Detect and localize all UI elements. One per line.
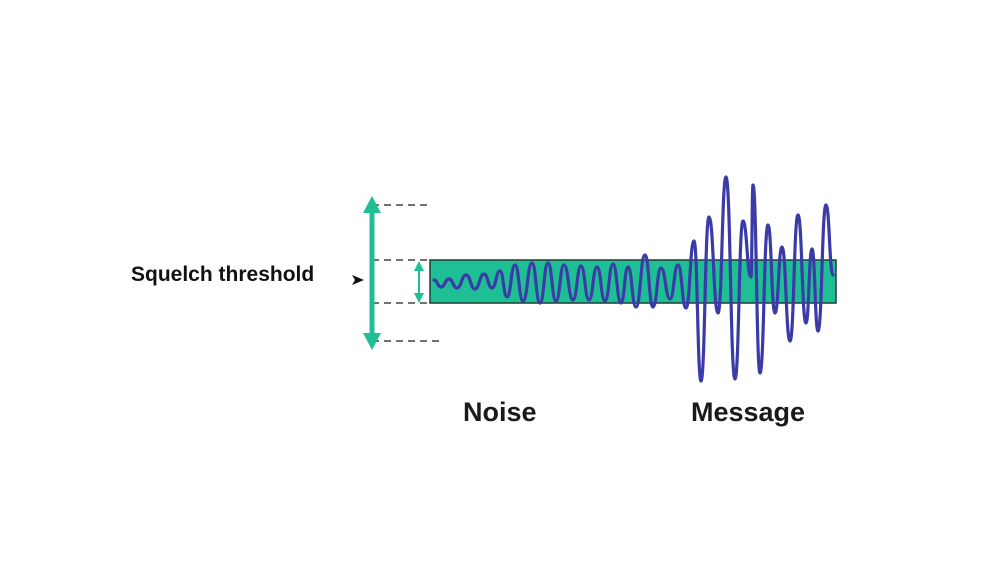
noise-label: Noise	[463, 397, 537, 427]
message-label: Message	[691, 397, 806, 427]
signal-waveform	[432, 175, 835, 383]
threshold-arrow-icon	[414, 261, 424, 303]
guide-lines	[372, 204, 440, 342]
range-arrow-icon	[363, 196, 381, 350]
pointer-arrow-icon	[352, 275, 364, 285]
squelch-threshold-label: Squelch threshold	[131, 263, 315, 286]
